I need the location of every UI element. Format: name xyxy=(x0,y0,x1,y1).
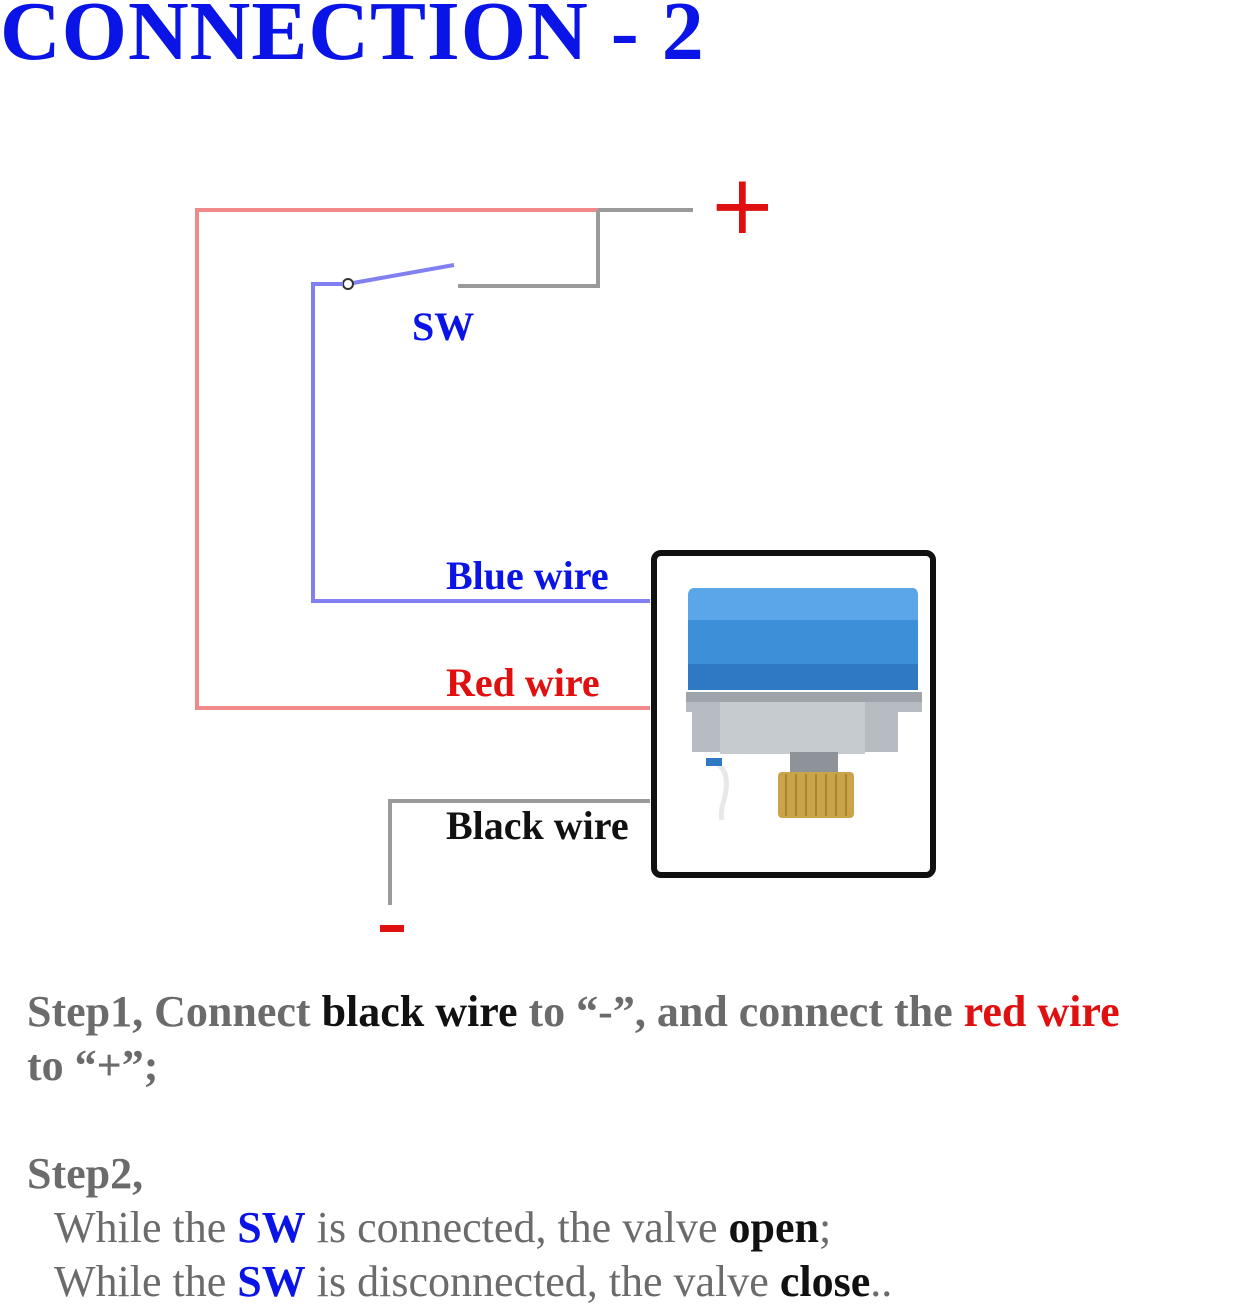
step2-l2-b: is disconnected, the valve xyxy=(305,1257,780,1306)
step1-black-wire: black wire xyxy=(321,987,518,1036)
plus-terminal-label: + xyxy=(708,158,777,253)
step2-line1: While the SW is connected, the valve ope… xyxy=(27,1201,1252,1255)
switch-label: SW xyxy=(412,304,475,349)
step2-l1-state: open xyxy=(728,1203,819,1252)
step2-l1-sw: SW xyxy=(237,1203,306,1252)
step2-l2-sw: SW xyxy=(237,1257,306,1306)
minus-terminal-label xyxy=(380,925,404,932)
wiring-diagram xyxy=(195,208,936,905)
step1-line2: to “+”; xyxy=(27,1041,159,1090)
page-title: CONNECTION - 2 xyxy=(0,0,705,78)
step2-l2-state: close xyxy=(779,1257,871,1306)
step2-l1-b: is connected, the valve xyxy=(305,1203,729,1252)
step2-l2-a: While the xyxy=(54,1257,238,1306)
red-wire-label: Red wire xyxy=(446,660,600,705)
step1-red-wire: red wire xyxy=(963,987,1120,1036)
blue-wire xyxy=(311,282,650,603)
step1-text-a: Step1, Connect xyxy=(27,987,322,1036)
black-wire-label: Black wire xyxy=(446,803,629,848)
red-wire xyxy=(195,208,650,710)
instructions: Step1, Connect black wire to “-”, and co… xyxy=(27,985,1252,1309)
blue-wire-label: Blue wire xyxy=(446,553,609,598)
valve-device xyxy=(651,550,936,878)
step2-l1-end: ; xyxy=(818,1203,832,1252)
black-wire xyxy=(388,799,650,905)
step1-line1: Step1, Connect black wire to “-”, and co… xyxy=(27,985,1252,1039)
switch-sw xyxy=(342,263,455,290)
step1-text-b: to “-”, and connect the xyxy=(517,987,964,1036)
step2-l2-end: .. xyxy=(870,1257,893,1306)
step2-heading: Step2, xyxy=(27,1149,144,1198)
step2-l1-a: While the xyxy=(54,1203,238,1252)
supply-wire xyxy=(458,208,693,288)
step2-line2: While the SW is disconnected, the valve … xyxy=(27,1255,1252,1309)
